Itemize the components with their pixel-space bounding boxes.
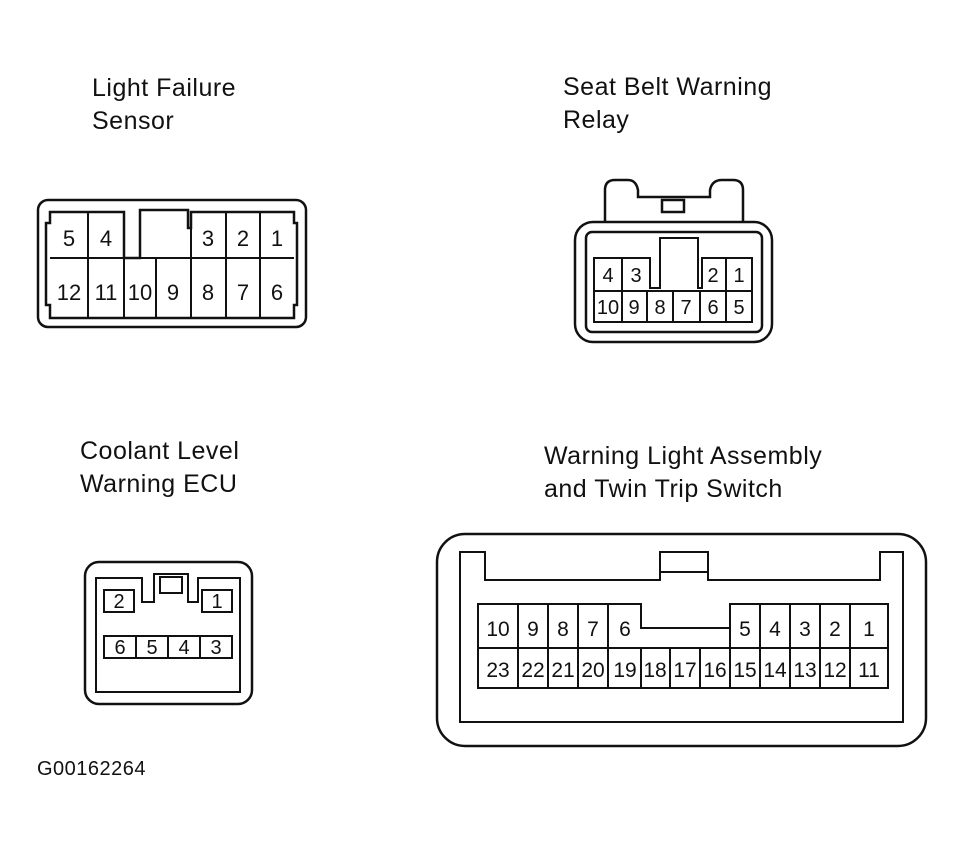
wla-pin-19: 19 [613, 659, 636, 682]
sbr-pin-7: 7 [680, 297, 691, 319]
sbr-pin-6: 6 [707, 297, 718, 319]
sbr-cavity [593, 237, 753, 323]
sbr-pin-9: 9 [628, 297, 639, 319]
wla-pin-9: 9 [527, 618, 539, 641]
warning-light-assembly-label: Warning Light Assembly and Twin Trip Swi… [544, 442, 823, 503]
lfs-pin-3: 3 [202, 226, 214, 251]
cl-pin-5: 5 [146, 637, 157, 659]
wla-inner [459, 551, 904, 723]
seat-belt-warning-relay-label: Seat Belt Warning Relay [563, 73, 773, 134]
wla-pin-12: 12 [823, 659, 846, 682]
wla-pin-6: 6 [619, 618, 631, 641]
wla-pin-10: 10 [486, 618, 509, 641]
sbr-inner [584, 230, 764, 334]
wla-pin-17: 17 [673, 659, 696, 682]
lfs-pin-4: 4 [100, 226, 112, 251]
lfs-pin-11: 11 [95, 280, 118, 305]
lfs-pin-7: 7 [237, 280, 249, 305]
wla-pin-15: 15 [733, 659, 756, 682]
sbr-pin-3: 3 [630, 265, 641, 287]
wla-housing [435, 532, 928, 748]
lfs-housing [36, 198, 308, 329]
wla-pin-20: 20 [581, 659, 604, 682]
cl-pin-3: 3 [210, 637, 221, 659]
lfs-pin-8: 8 [202, 280, 214, 305]
light-failure-sensor-label: Light Failure Sensor [92, 74, 237, 135]
seat-belt-warning-relay-connector [573, 178, 774, 344]
sbr-pin-4: 4 [602, 265, 613, 287]
wla-pin-5: 5 [739, 618, 751, 641]
wla-pin-21: 21 [551, 659, 574, 682]
lfs-pin-9: 9 [167, 280, 179, 305]
lfs-pin-12: 12 [57, 280, 81, 305]
cl-housing [83, 560, 254, 706]
sbr-pin-5: 5 [733, 297, 744, 319]
cl-cavity [95, 573, 241, 693]
wla-pin-4: 4 [769, 618, 781, 641]
wla-pin-23: 23 [486, 659, 509, 682]
lfs-pin-5: 5 [63, 226, 75, 251]
sbr-pin-2: 2 [707, 265, 718, 287]
sbr-pin-1: 1 [733, 265, 744, 287]
cl-pin-1: 1 [211, 591, 222, 613]
wla-pin-14: 14 [763, 659, 787, 682]
cl-pin-2: 2 [113, 591, 124, 613]
lfs-pin-10: 10 [128, 280, 152, 305]
lfs-pin-1: 1 [271, 226, 283, 251]
sbr-latch [603, 178, 745, 222]
wla-pin-3: 3 [799, 618, 811, 641]
light-failure-sensor-connector [36, 198, 308, 329]
cl-pin-6: 6 [114, 637, 125, 659]
wla-pin-7: 7 [587, 618, 599, 641]
wla-pin-1: 1 [863, 618, 875, 641]
wla-pin-8: 8 [557, 618, 569, 641]
cl-latch-tab [159, 576, 183, 594]
wla-pin-22: 22 [521, 659, 544, 682]
coolant-level-warning-ecu-label: Coolant Level Warning ECU [80, 437, 240, 498]
sbr-housing [573, 220, 774, 344]
figure-id: G00162264 [37, 758, 147, 780]
lfs-pin-2: 2 [237, 226, 249, 251]
warning-light-assembly-connector [435, 532, 928, 748]
cl-pin-4: 4 [178, 637, 189, 659]
wla-pin-16: 16 [703, 659, 726, 682]
wla-pin-2: 2 [829, 618, 841, 641]
sbr-pin-10: 10 [597, 297, 619, 319]
coolant-level-warning-ecu-connector [83, 560, 254, 706]
wla-pin-13: 13 [793, 659, 816, 682]
sbr-latch-tab [660, 198, 686, 214]
wla-pin-11: 11 [858, 659, 880, 682]
lfs-pin-6: 6 [271, 280, 283, 305]
wla-pin-18: 18 [643, 659, 666, 682]
sbr-pin-8: 8 [654, 297, 665, 319]
